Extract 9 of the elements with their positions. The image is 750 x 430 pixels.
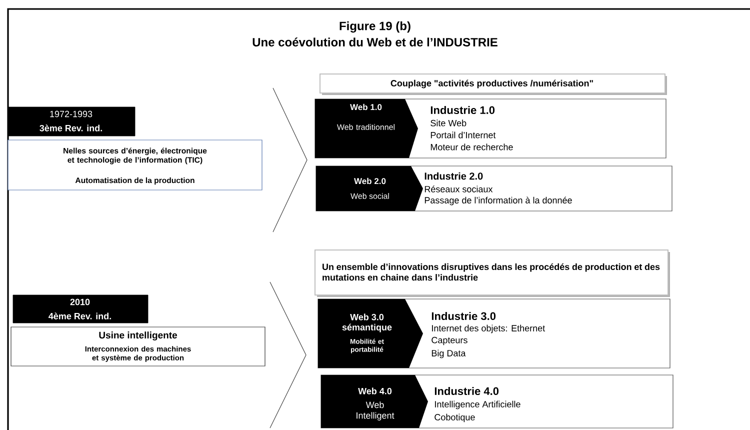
heading-box: Un ensemble d’innovations disruptives dans les procédés de production et des mutations en chaine dans l’industrie	[314, 250, 670, 297]
period-label-box: 2010 4ème Rev. ind.	[12, 294, 148, 324]
figure-title: Une coévolution du Web et de l’INDUSTRIE	[252, 38, 498, 46]
web-industry-row: Web 2.0 Web social Industrie 2.0 Réseaux sociaux Passage de l’information à la donnée	[316, 166, 672, 212]
figure-title: Figure 19 (b)	[340, 21, 410, 33]
web-industry-row: Web 1.0 Web traditionnel Industrie 1.0 Site Web Portail d’Internet Moteur de recherche	[314, 98, 666, 158]
web-industry-row: Web 4.0 Web Intelligent Industrie 4.0 Intelligence Artificielle Cobotique	[320, 374, 674, 428]
period-label-box: 1972-1993 3ème Rev. ind.	[8, 106, 136, 136]
heading-box: Couplage "activités productives /numérisation"	[320, 74, 667, 95]
